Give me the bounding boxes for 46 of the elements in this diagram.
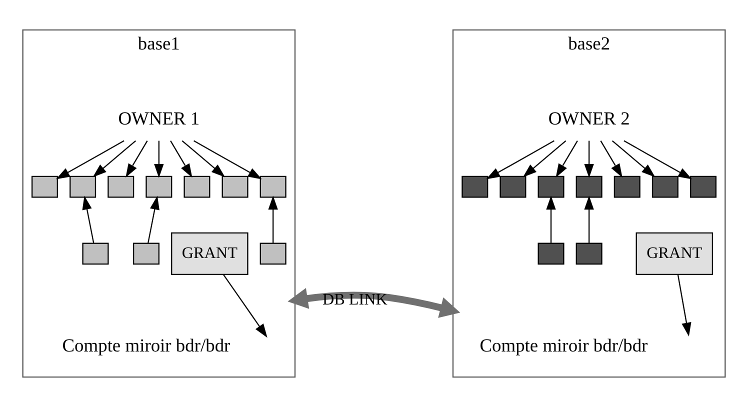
- arrow: [584, 195, 594, 242]
- arrow: [555, 140, 578, 178]
- arrow: [154, 140, 164, 178]
- arrow: [222, 274, 267, 338]
- node-box: [221, 175, 248, 198]
- arrow: [268, 195, 278, 242]
- arrow: [486, 140, 554, 179]
- node-box: [69, 175, 96, 198]
- arrow: [623, 140, 692, 179]
- node-box: [82, 242, 108, 264]
- node-text: OWNER 1: [118, 108, 200, 128]
- node-box: [145, 175, 172, 198]
- arrow: [55, 140, 124, 179]
- node-box: [183, 175, 210, 198]
- node-box: [461, 175, 488, 198]
- node-box: [537, 242, 564, 264]
- node-box: [259, 242, 286, 264]
- arrow: [147, 195, 159, 243]
- node-text: Compte miroir bdr/bdr: [62, 334, 230, 355]
- arrow: [170, 140, 192, 178]
- arrow: [676, 274, 691, 336]
- node-box: GRANT: [170, 232, 248, 274]
- arrow: [584, 140, 594, 178]
- node-box: [651, 175, 678, 198]
- arrow: [181, 140, 225, 177]
- node-box: [689, 175, 716, 198]
- arrow: [611, 140, 655, 177]
- node-box: [613, 175, 640, 198]
- node-box: [132, 242, 159, 264]
- node-text: Compte miroir bdr/bdr: [479, 334, 648, 355]
- node-box: [575, 175, 602, 198]
- node-box: GRANT: [635, 232, 713, 274]
- node-box: [107, 175, 134, 198]
- arrow: [546, 195, 556, 242]
- arrow: [193, 140, 262, 179]
- node-box: [30, 175, 58, 198]
- node-text: OWNER 2: [548, 108, 630, 128]
- node-box: [575, 242, 602, 264]
- arrow: [92, 140, 136, 177]
- node-box: [537, 175, 564, 198]
- arrow: [522, 140, 566, 177]
- arrow: [82, 195, 94, 243]
- node-box: [259, 175, 286, 198]
- arrow: [125, 140, 148, 178]
- node-box: [499, 175, 526, 198]
- arrow: [600, 140, 622, 178]
